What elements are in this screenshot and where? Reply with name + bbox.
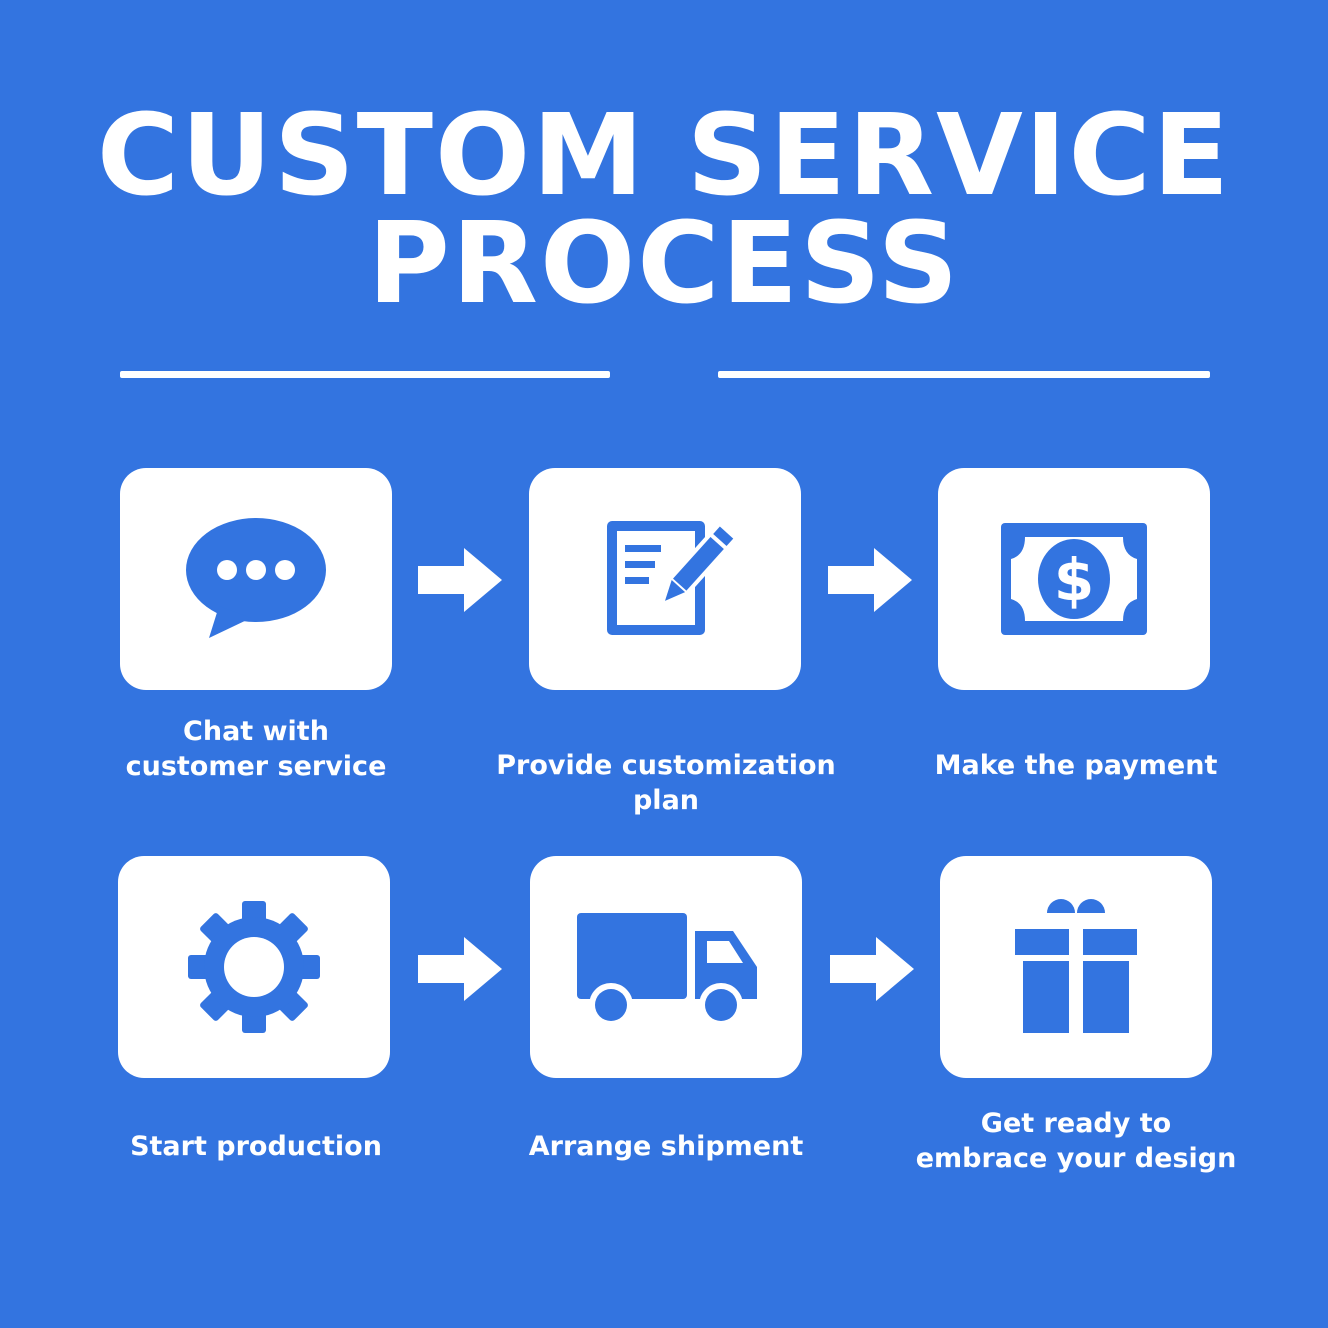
step-label-gift: Get ready to embrace your design: [915, 1108, 1237, 1174]
divider-left: [120, 371, 610, 378]
step-label-payment: Make the payment: [934, 750, 1218, 781]
step-label-shipment: Arrange shipment: [528, 1131, 804, 1162]
step-label-plan: Provide customization plan: [496, 750, 836, 816]
step-card-production: [118, 856, 390, 1078]
document-pencil-icon: [607, 519, 735, 635]
step-card-shipment: [530, 856, 802, 1078]
step-card-plan: [529, 468, 801, 690]
truck-icon: [577, 913, 757, 1027]
arrow-right-icon: [418, 937, 502, 1001]
step-card-chat: [120, 468, 392, 690]
gift-icon: [1015, 899, 1137, 1037]
chat-bubble-icon: [186, 518, 326, 638]
step-card-payment: $: [938, 468, 1210, 690]
gear-icon: [188, 901, 320, 1033]
arrow-right-icon: [830, 937, 914, 1001]
money-bill-icon: $: [1001, 523, 1147, 635]
svg-text:$: $: [1054, 546, 1094, 614]
page-title-line-2: PROCESS: [367, 199, 961, 329]
arrow-right-icon: [828, 548, 912, 612]
step-label-production: Start production: [130, 1131, 382, 1162]
divider-right: [718, 371, 1210, 378]
step-label-chat: Chat with customer service: [125, 716, 387, 782]
step-card-gift: [940, 856, 1212, 1078]
arrow-right-icon: [418, 548, 502, 612]
page-title: CUSTOM SERVICE: [96, 91, 1232, 221]
